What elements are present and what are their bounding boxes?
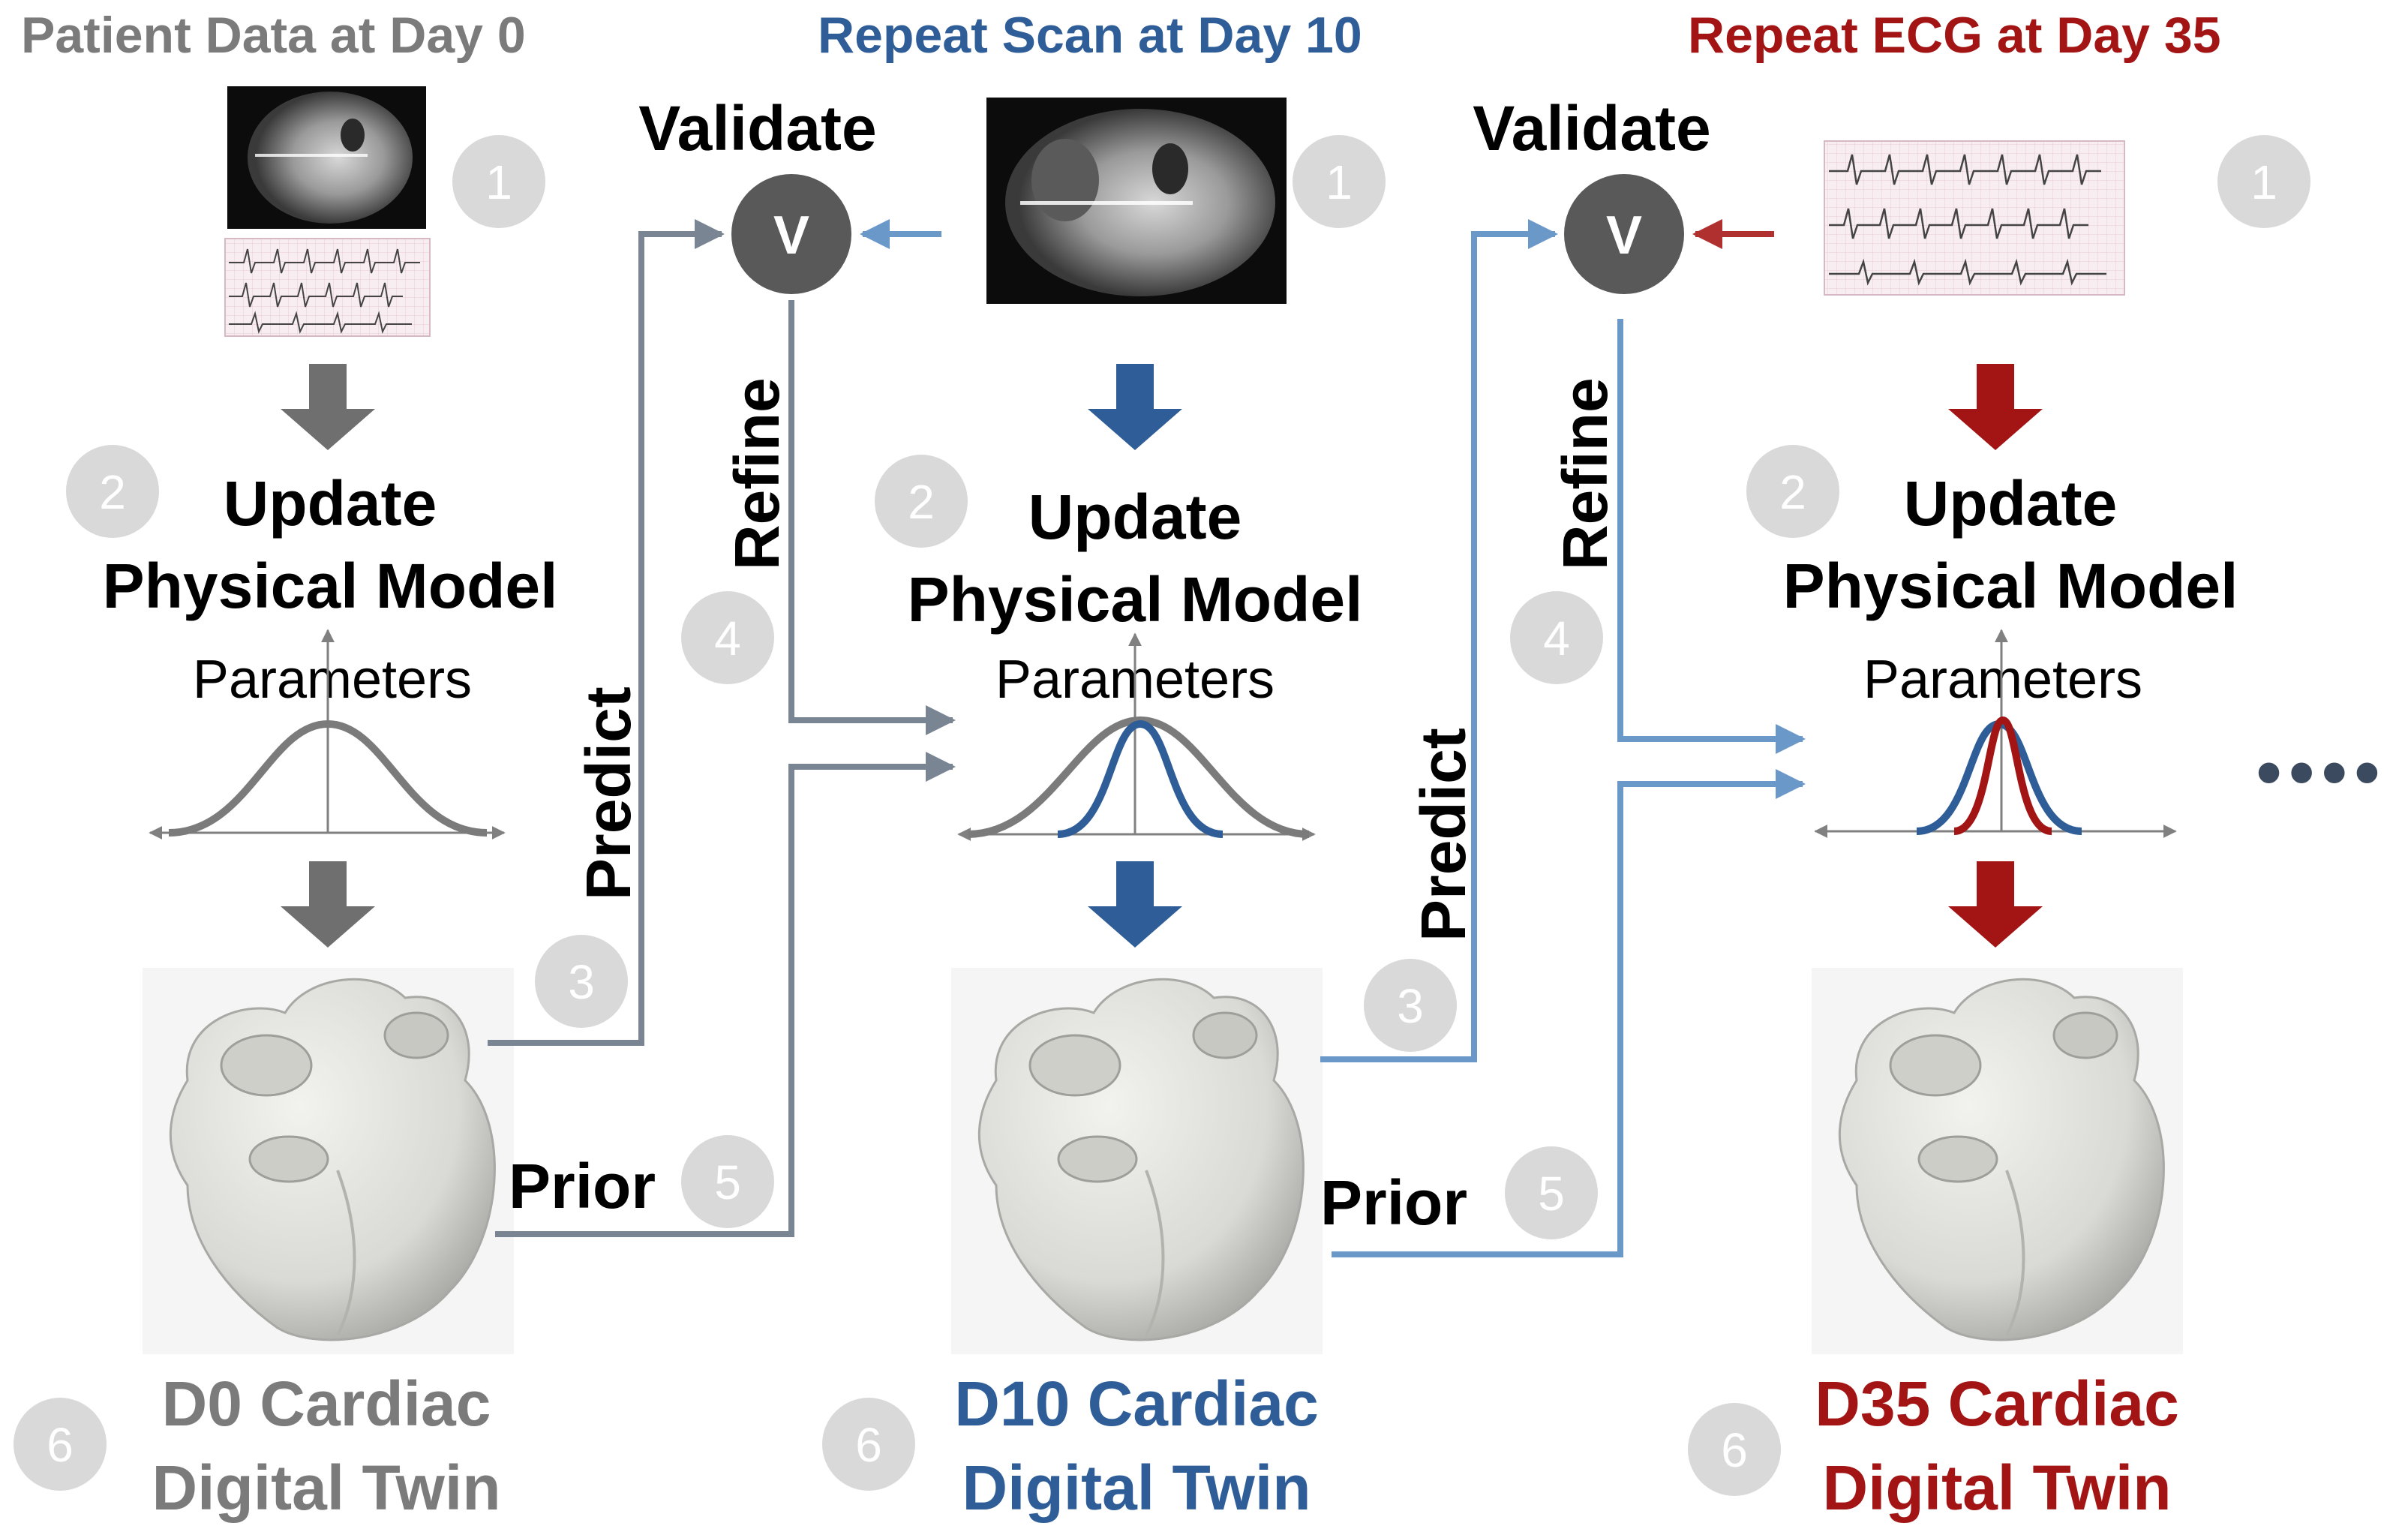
prior-distribution-curve-col1 — [168, 719, 488, 837]
physical-model-title-col3: Physical Model — [1783, 551, 2238, 621]
distribution-plot-col1 — [149, 629, 506, 840]
red-distribution-curve-col3 — [1953, 716, 2052, 835]
step-2-label-col1: 2 — [99, 465, 126, 519]
validate-node-2-letter: V — [1606, 206, 1642, 266]
distribution-plot-col3 — [1814, 629, 2177, 838]
posterior-distribution-curve-col2 — [1057, 719, 1224, 838]
twin-title-line1-col3: D35 Cardiac — [1815, 1368, 2179, 1439]
step-3-label-conn2: 3 — [1397, 979, 1424, 1033]
ecg-trace-day0 — [224, 238, 431, 337]
step-2-label-col3: 2 — [1779, 465, 1806, 519]
step-2-badge-col1: 2 — [66, 445, 159, 538]
refine-label-1: Refine — [722, 377, 792, 570]
prior-arrow-1 — [495, 752, 956, 1237]
twin-title-line2-col2: Digital Twin — [962, 1452, 1311, 1523]
physical-model-title-col1: Physical Model — [103, 551, 558, 621]
continuation-ellipsis: •••• — [2256, 732, 2387, 813]
step-5-label-conn2: 5 — [1538, 1167, 1565, 1221]
twin-title-line1-col2: D10 Cardiac — [954, 1368, 1319, 1439]
heart-model-d0 — [143, 968, 514, 1354]
header-day10: Repeat Scan at Day 10 — [818, 7, 1362, 64]
step-6-label-col1: 6 — [47, 1418, 74, 1472]
step-4-label-conn1: 4 — [714, 611, 741, 665]
step-4-badge-conn2: 4 — [1510, 591, 1603, 684]
step-1-badge-col1: 1 — [452, 135, 545, 228]
header-day0: Patient Data at Day 0 — [21, 7, 526, 64]
arrow-down-col2-bottom — [1088, 861, 1182, 948]
step-1-badge-col2: 1 — [1293, 135, 1386, 228]
parameters-label-col1: Parameters — [193, 650, 472, 710]
arrow-down-col1-top — [281, 364, 375, 450]
distribution-plot-col2 — [957, 632, 1316, 841]
predict-label-2: Predict — [1408, 728, 1479, 942]
step-6-badge-col1: 6 — [14, 1398, 107, 1491]
validate-label-2: Validate — [1473, 93, 1711, 164]
validate-node-1-letter: V — [773, 206, 809, 266]
heart-model-d10 — [951, 968, 1323, 1354]
step-1-label-col2: 1 — [1326, 155, 1353, 209]
validate-node-1: V — [731, 174, 851, 294]
arrow-down-col2-top — [1088, 364, 1182, 450]
step-4-label-conn2: 4 — [1543, 611, 1570, 665]
step-3-badge-conn1: 3 — [535, 935, 628, 1028]
refine-arrow-2 — [1617, 319, 1806, 754]
refine-arrow-1 — [788, 300, 956, 735]
arrow-down-col3-top — [1948, 364, 2043, 450]
twin-title-line2-col3: Digital Twin — [1822, 1452, 2171, 1523]
prior-label-2: Prior — [1320, 1167, 1467, 1238]
arrow-down-col3-bottom — [1948, 861, 2043, 948]
step-1-label-col3: 1 — [2250, 155, 2277, 209]
prior-distribution-curve-col2 — [967, 716, 1310, 838]
header-day35: Repeat ECG at Day 35 — [1688, 7, 2221, 64]
step-2-badge-col2: 2 — [875, 455, 968, 548]
heart-model-d35 — [1812, 968, 2183, 1354]
step-1-badge-col3: 1 — [2217, 135, 2310, 228]
step-5-badge-conn2: 5 — [1505, 1146, 1598, 1239]
ct-scan-day0 — [227, 86, 426, 229]
ct-scan-day10 — [986, 98, 1287, 304]
step-6-badge-col2: 6 — [822, 1398, 915, 1491]
update-title-col3: Update — [1904, 468, 2118, 539]
step-6-badge-col3: 6 — [1688, 1403, 1781, 1496]
prior-arrow-2 — [1332, 769, 1806, 1257]
step-4-badge-conn1: 4 — [681, 591, 774, 684]
ecg-trace-day35 — [1824, 140, 2125, 296]
step-2-badge-col3: 2 — [1746, 445, 1839, 538]
update-title-col1: Update — [224, 468, 437, 539]
step-3-label-conn1: 3 — [568, 955, 595, 1009]
step-6-label-col2: 6 — [855, 1418, 882, 1472]
prior-label-1: Prior — [509, 1151, 656, 1221]
arrow-down-col1-bottom — [281, 861, 375, 948]
predict-arrow-1 — [488, 219, 725, 1046]
twin-title-line1-col1: D0 Cardiac — [162, 1368, 491, 1439]
step-3-badge-conn2: 3 — [1364, 959, 1457, 1052]
predict-label-1: Predict — [573, 686, 644, 900]
predict-arrow-2 — [1320, 219, 1558, 1062]
step-1-label-col1: 1 — [485, 155, 512, 209]
physical-model-title-col2: Physical Model — [908, 564, 1363, 635]
step-5-badge-conn1: 5 — [681, 1135, 774, 1228]
update-title-col2: Update — [1028, 482, 1242, 552]
blue-distribution-curve-col3 — [1916, 719, 2082, 835]
step-6-label-col3: 6 — [1721, 1423, 1748, 1477]
step-5-label-conn1: 5 — [714, 1155, 741, 1209]
validate-label-1: Validate — [638, 93, 877, 164]
refine-label-2: Refine — [1550, 377, 1620, 570]
validate-node-2: V — [1564, 174, 1684, 294]
parameters-label-col3: Parameters — [1863, 650, 2142, 710]
twin-title-line2-col1: Digital Twin — [152, 1452, 500, 1523]
step-2-label-col2: 2 — [908, 475, 935, 529]
